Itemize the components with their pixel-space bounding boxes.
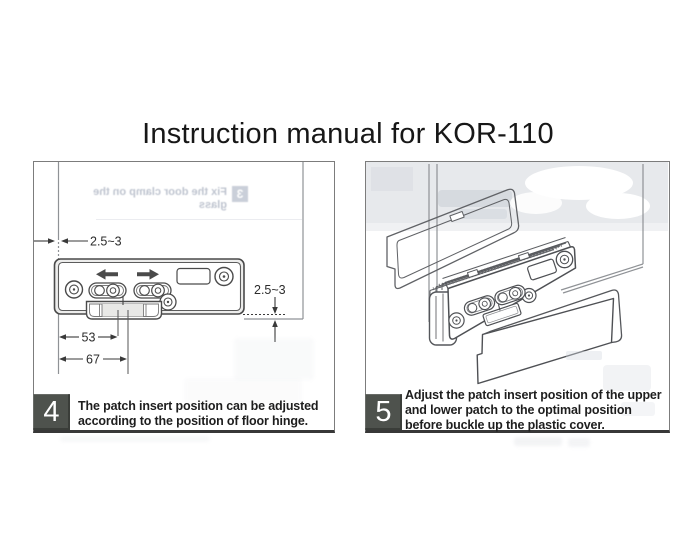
body-label-recess (527, 258, 557, 281)
body-top-tab (517, 252, 531, 261)
ghost-step3-line2: glass (198, 199, 227, 211)
body-top-tab (466, 269, 480, 278)
ghost-showthrough-step3: 3 Fix the door clamp on the glass (92, 186, 248, 212)
extension-lines (117, 310, 129, 374)
label-recess (176, 267, 211, 285)
step-5-panel: 5 Adjust the patch insert position of th… (365, 161, 670, 433)
exploded-view-diagram (366, 162, 668, 416)
patch-plate-diagram: 2.5~3 2.5~3 53 67 (34, 162, 304, 374)
step-4-badge: 4 (33, 394, 70, 430)
step-5-caption: Adjust the patch insert position of the … (405, 388, 662, 433)
ghost-blob (234, 338, 314, 380)
dimension-right-label: 2.5~3 (254, 283, 286, 297)
patch-insert-notch (85, 295, 163, 320)
body-screw-bottom-left-icon (448, 312, 465, 329)
screw-left-icon (64, 280, 84, 299)
ghost-step3-badge: 3 (232, 186, 248, 202)
ghost-blob (568, 438, 590, 447)
step-5-caption-line2: and lower patch to the optimal position (405, 403, 632, 417)
ghost-rule (96, 219, 302, 220)
dimension-53: 53 (59, 331, 118, 345)
step-4-caption-line1: The patch insert position can be adjuste… (78, 399, 319, 413)
ghost-blob (184, 378, 302, 404)
step-5-badge: 5 (365, 394, 402, 430)
step-4-caption-line2: according to the position of floor hinge… (78, 414, 308, 428)
glass-pane-outline (57, 162, 304, 374)
ghost-smudges (566, 351, 655, 416)
dimension-top-label: 2.5~3 (90, 235, 122, 249)
dimension-67-label: 67 (86, 353, 100, 367)
ghost-showthrough-band (366, 162, 668, 231)
front-plastic-cover (476, 289, 623, 385)
body-center-mark (497, 304, 501, 311)
step-5-caption-line3: before buckle up the plastic cover. (405, 418, 605, 432)
step-4-panel: 2.5~3 2.5~3 53 67 (33, 161, 335, 433)
adjust-left-arrow-icon (96, 269, 118, 280)
body-adjustment-slot-right (494, 284, 526, 306)
screw-bottom-mid-icon (159, 293, 177, 311)
ghost-blob (60, 436, 210, 442)
ghost-step3-line1: Fix the door clamp on the (93, 186, 227, 198)
patch-body (442, 237, 577, 340)
body-screw-top-right-icon (555, 250, 574, 269)
ghost-blob (514, 437, 562, 446)
adjustment-slot-left (88, 282, 127, 299)
patch-plate (53, 258, 245, 320)
step-4-caption: The patch insert position can be adjuste… (78, 399, 319, 429)
screw-top-right-icon (214, 266, 234, 287)
page-title: Instruction manual for KOR-110 (142, 118, 554, 150)
adjust-right-arrow-icon (137, 269, 159, 280)
body-adjustment-slot-left (463, 295, 496, 316)
rear-plastic-cover (386, 188, 520, 290)
dimension-right: 2.5~3 (243, 283, 286, 342)
dimension-67: 67 (59, 353, 127, 367)
body-screw-mid-icon (521, 287, 537, 304)
step-5-caption-line1: Adjust the patch insert position of the … (405, 388, 662, 402)
cover-tab-notch (449, 210, 465, 223)
adjustment-slot-right (133, 282, 172, 299)
dimension-top: 2.5~3 (34, 235, 122, 249)
dimension-53-label: 53 (82, 331, 96, 345)
